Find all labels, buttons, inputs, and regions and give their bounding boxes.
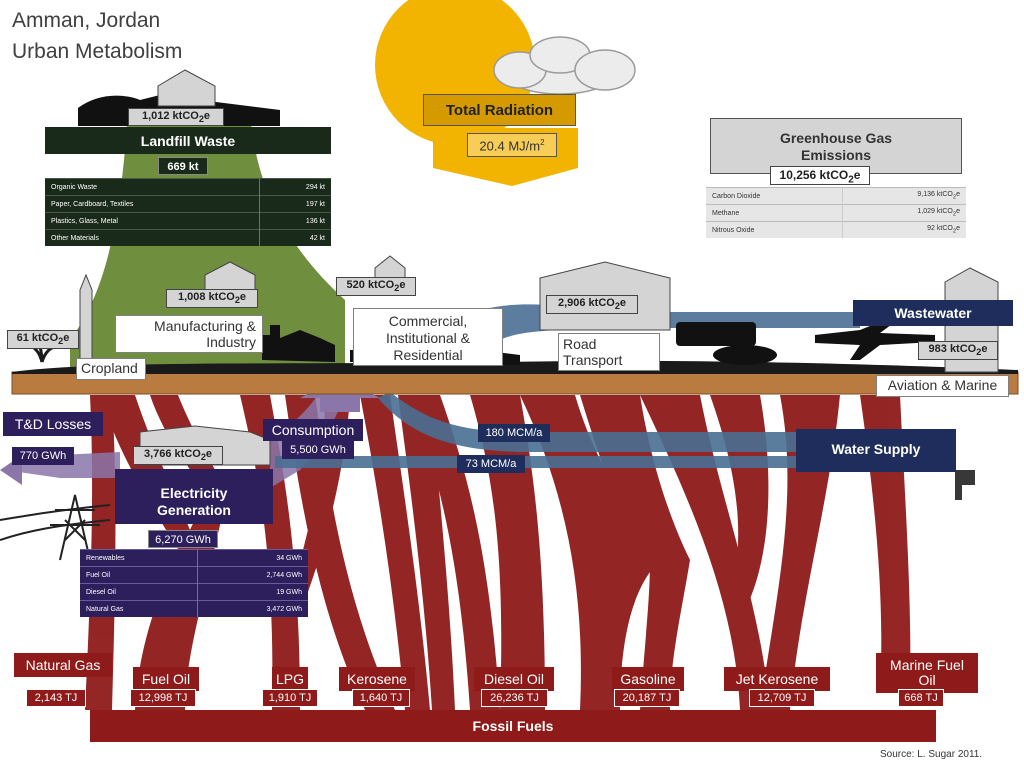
electricity-generation-label: Electricity Generation xyxy=(115,469,273,524)
fuel-jet-kerosene-label: Jet Kerosene xyxy=(724,667,830,691)
landfill-mass: 669 kt xyxy=(158,157,208,175)
consumption-label: Consumption xyxy=(263,419,363,441)
total-radiation-label: Total Radiation xyxy=(423,94,576,126)
fuel-marine-fuel-oil-value: 668 TJ xyxy=(898,689,944,707)
ghg-total: 10,256 ktCO2e xyxy=(770,166,870,185)
fuel-natural-gas-value: 2,143 TJ xyxy=(26,689,86,707)
td-losses-label: T&D Losses xyxy=(3,412,103,436)
water-flow-73: 73 MCM/a xyxy=(457,455,525,473)
cropland-label: Cropland xyxy=(76,358,146,380)
fuel-fuel-oil-value: 12,998 TJ xyxy=(130,689,196,707)
fuel-jet-kerosene-value: 12,709 TJ xyxy=(749,689,815,707)
fuel-diesel-oil-label: Diesel Oil xyxy=(474,667,554,691)
td-losses-value: 770 GWh xyxy=(12,447,74,465)
wastewater-label: Wastewater xyxy=(853,300,1013,326)
page-title-line1: Amman, Jordan xyxy=(12,9,161,32)
manufacturing-label: Manufacturing & Industry xyxy=(115,315,263,353)
commercial-label: Commercial, Institutional & Residential xyxy=(353,308,503,366)
fuel-lpg-value: 1,910 TJ xyxy=(262,689,318,707)
water-flow-180: 180 MCM/a xyxy=(478,424,550,442)
landfill-emission: 1,012 ktCO2e xyxy=(128,108,224,126)
fuel-fuel-oil-label: Fuel Oil xyxy=(133,667,199,691)
water-supply-label: Water Supply xyxy=(796,429,956,472)
consumption-value: 5,500 GWh xyxy=(282,441,354,459)
ghg-emissions-box: Greenhouse Gas Emissions xyxy=(710,118,962,174)
fuel-lpg-label: LPG xyxy=(272,667,308,691)
cropland-emission: 61 ktCO2e xyxy=(7,330,79,349)
landfill-waste-label: Landfill Waste xyxy=(45,127,331,154)
electricity-total: 6,270 GWh xyxy=(148,530,218,548)
source-note: Source: L. Sugar 2011. xyxy=(880,749,983,760)
ground xyxy=(11,371,1019,395)
total-radiation-value: 20.4 MJ/m2 xyxy=(467,133,557,157)
cloud-icon xyxy=(493,36,636,95)
fuel-gasoline-value: 20,187 TJ xyxy=(614,689,680,707)
aviation-marine-label: Aviation & Marine xyxy=(876,375,1009,397)
road-transport-emission: 2,906 ktCO2e xyxy=(546,295,638,314)
fuel-diesel-oil-value: 26,236 TJ xyxy=(481,689,548,707)
fuel-gasoline-label: Gasoline xyxy=(612,667,684,691)
commercial-emission: 520 ktCO2e xyxy=(336,277,416,296)
road-transport-label: Road Transport xyxy=(558,333,660,371)
fuel-marine-fuel-oil-label: Marine Fuel Oil xyxy=(876,653,978,693)
fuel-kerosene-value: 1,640 TJ xyxy=(352,689,410,707)
electricity-emission: 3,766 ktCO2e xyxy=(133,446,223,465)
fossil-fuels-label: Fossil Fuels xyxy=(90,710,936,742)
power-pylon-icon xyxy=(0,494,111,561)
fuel-kerosene-label: Kerosene xyxy=(339,667,415,691)
aviation-emission: 983 ktCO2e xyxy=(918,341,998,360)
page-title-line2: Urban Metabolism xyxy=(12,40,183,63)
fuel-natural-gas-label: Natural Gas xyxy=(14,653,112,677)
manufacturing-emission: 1,008 ktCO2e xyxy=(166,289,258,308)
